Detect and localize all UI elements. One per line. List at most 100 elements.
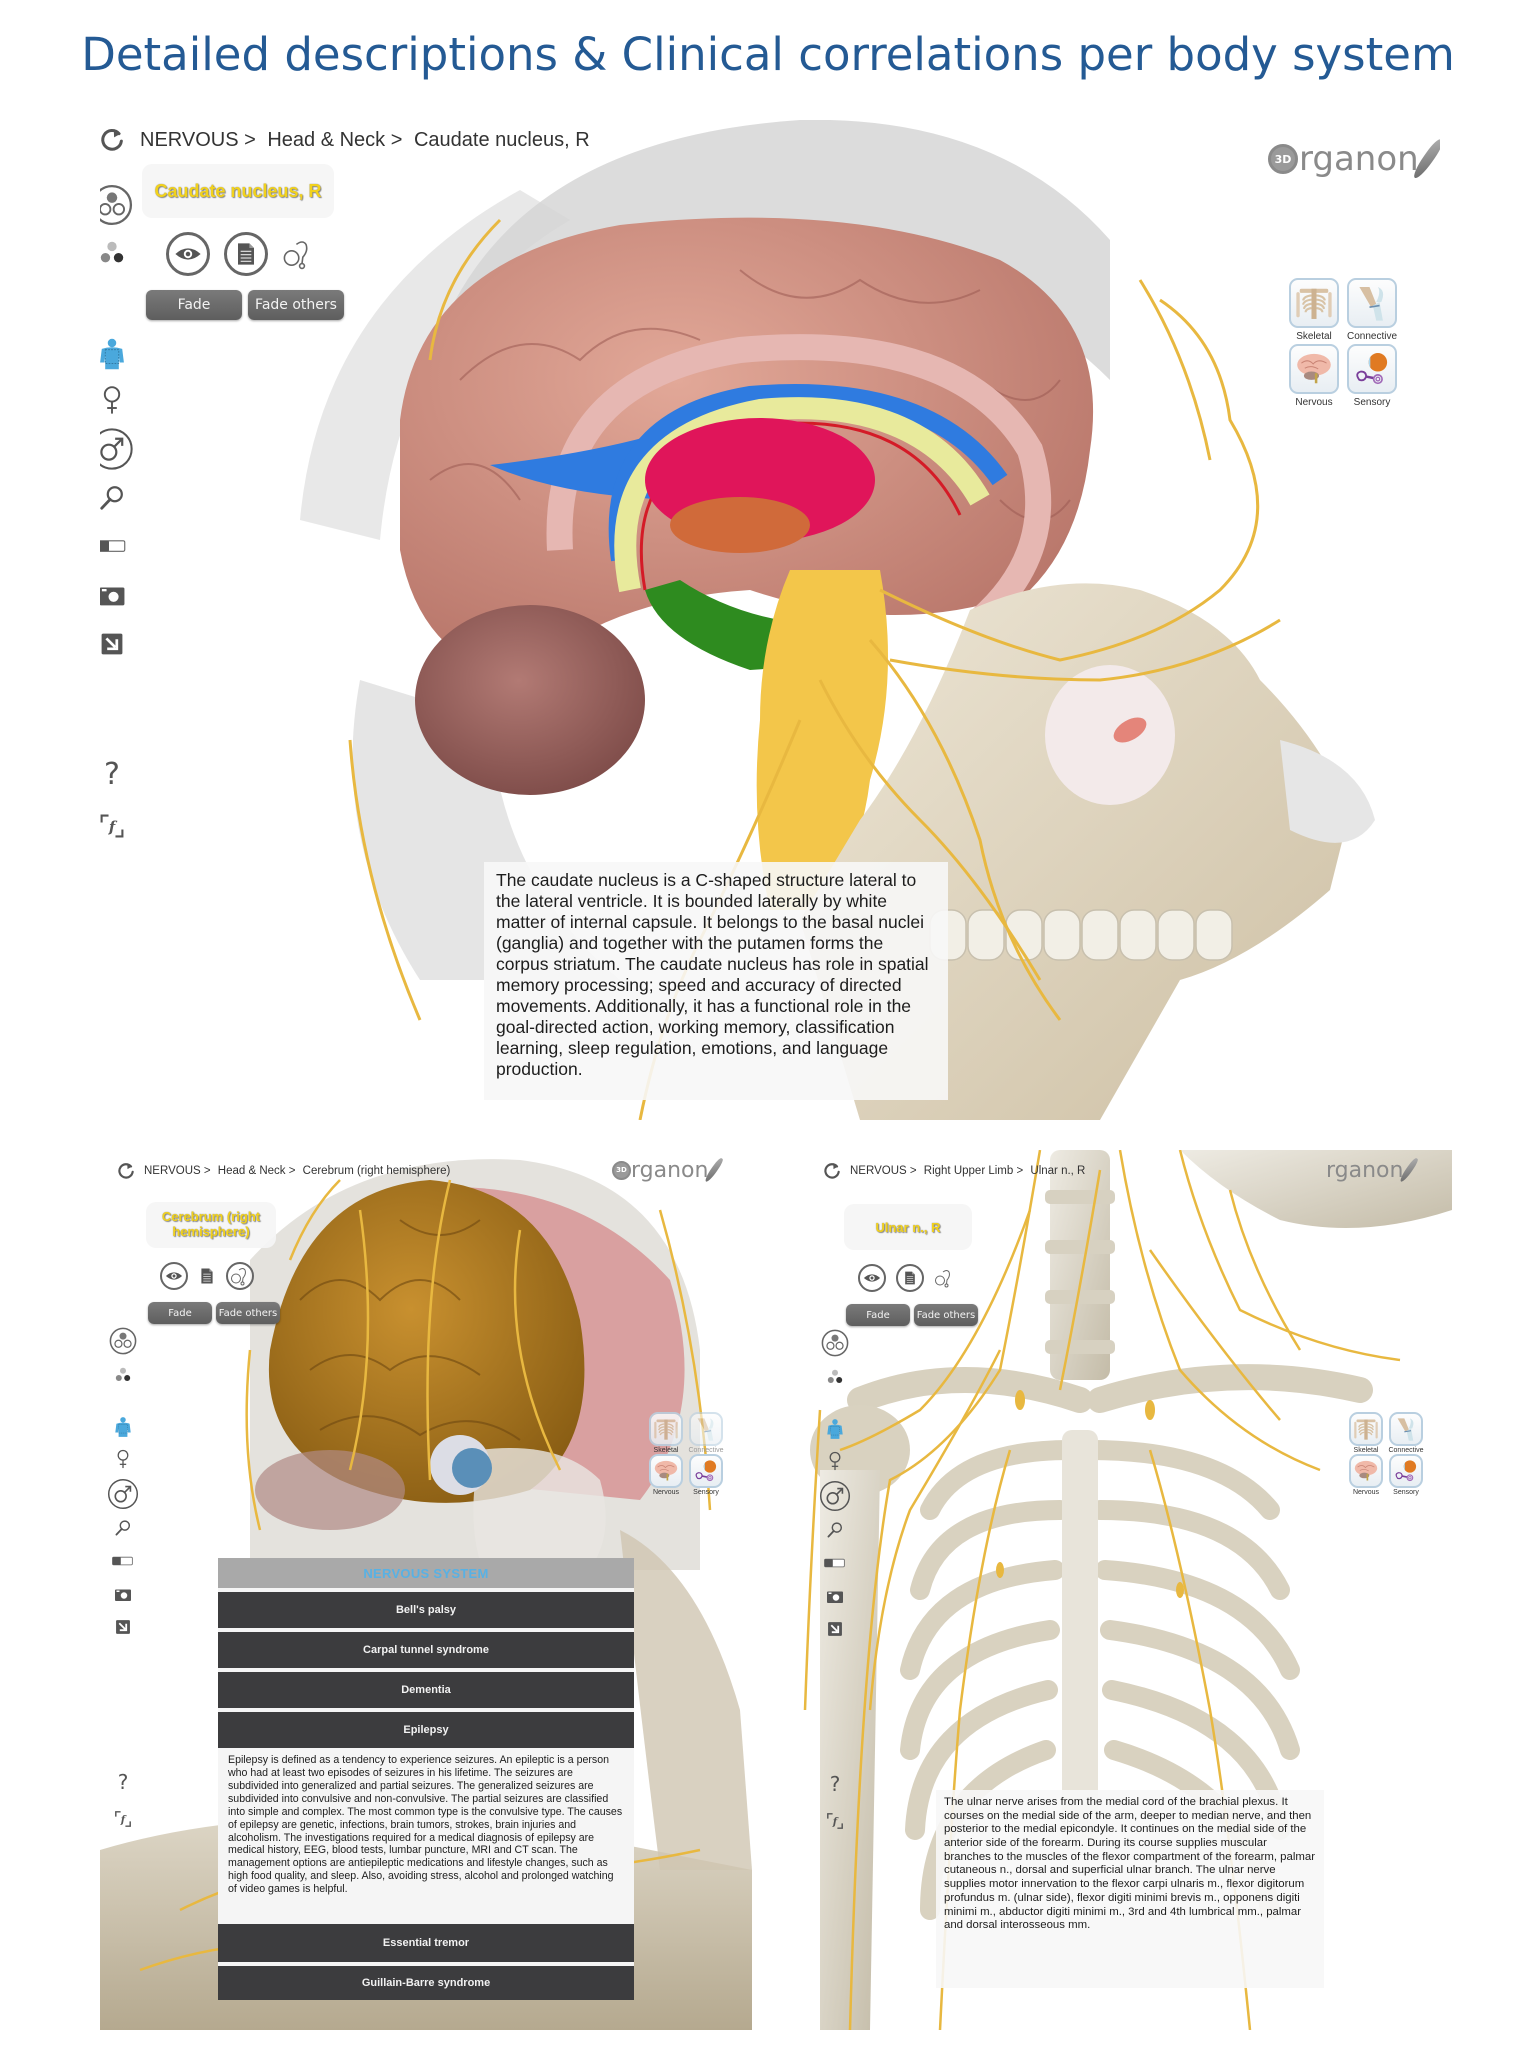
- clinical-correlations-button[interactable]: [934, 1268, 954, 1288]
- selected-structure-label: Ulnar n., R: [844, 1204, 972, 1250]
- layers-button[interactable]: [100, 182, 133, 228]
- tile-skeletal[interactable]: Skeletal: [1288, 278, 1340, 342]
- tile-skeletal[interactable]: Skeletal: [648, 1412, 684, 1454]
- breadcrumb: NERVOUS > Right Upper Limb > Ulnar n., R: [850, 1165, 1085, 1177]
- help-button[interactable]: ?: [104, 756, 120, 792]
- female-model-button[interactable]: [827, 1446, 843, 1476]
- fade-others-button[interactable]: Fade others: [248, 290, 344, 320]
- fade-button[interactable]: Fade: [146, 290, 242, 320]
- clinical-correlations-button[interactable]: [282, 238, 314, 270]
- export-button[interactable]: [100, 624, 124, 664]
- description-button[interactable]: [200, 1267, 214, 1285]
- help-button[interactable]: ?: [117, 1770, 129, 1794]
- organon-logo: 3D rganon: [1268, 136, 1440, 182]
- fullscreen-icon: [114, 1810, 132, 1828]
- eye-icon: [165, 1270, 183, 1282]
- tile-connective[interactable]: Connective: [1388, 1412, 1424, 1454]
- toggle-icon: [824, 1557, 846, 1569]
- breadcrumb-region[interactable]: Right Upper Limb >: [923, 1165, 1024, 1177]
- search-button[interactable]: [826, 1516, 844, 1544]
- export-button[interactable]: [827, 1614, 843, 1644]
- search-button[interactable]: [114, 1514, 132, 1542]
- fade-others-button[interactable]: Fade others: [216, 1302, 280, 1324]
- fade-others-button[interactable]: Fade others: [914, 1304, 978, 1326]
- breadcrumb: NERVOUS > Head & Neck > Caudate nucleus,…: [140, 129, 590, 152]
- tile-label: Skeletal: [1296, 331, 1332, 342]
- tile-sensory[interactable]: Sensory: [1388, 1454, 1424, 1496]
- help-button[interactable]: ?: [829, 1772, 841, 1796]
- breadcrumb-system[interactable]: NERVOUS >: [140, 128, 256, 151]
- male-icon: [100, 427, 134, 471]
- tile-label: Skeletal: [1353, 1447, 1379, 1454]
- camera-icon: [826, 1589, 844, 1605]
- screenshot-button[interactable]: [114, 1580, 132, 1610]
- list-item-bells-palsy[interactable]: Bell's palsy: [218, 1588, 634, 1628]
- male-model-button[interactable]: [100, 424, 134, 474]
- tile-nervous[interactable]: Nervous: [1348, 1454, 1384, 1496]
- tile-connective[interactable]: Connective: [1346, 278, 1398, 342]
- breadcrumb-region[interactable]: Head & Neck >: [217, 1165, 296, 1177]
- opacity-button[interactable]: [114, 1362, 132, 1388]
- tile-nervous[interactable]: Nervous: [1288, 344, 1340, 408]
- list-item-carpal-tunnel[interactable]: Carpal tunnel syndrome: [218, 1628, 634, 1668]
- eye-icon: [863, 1272, 881, 1284]
- female-model-button[interactable]: [115, 1444, 131, 1474]
- body-systems-button[interactable]: [824, 1414, 846, 1444]
- screenshot-button[interactable]: [100, 574, 126, 618]
- list-item-dementia[interactable]: Dementia: [218, 1668, 634, 1708]
- breadcrumb-system[interactable]: NERVOUS >: [144, 1165, 211, 1177]
- fullscreen-button[interactable]: [826, 1806, 844, 1836]
- show-hide-button[interactable]: [858, 1264, 886, 1292]
- nasal-cartilage: [1280, 740, 1375, 843]
- opacity-button[interactable]: [826, 1364, 844, 1390]
- fade-button[interactable]: Fade: [846, 1304, 910, 1326]
- show-hide-button[interactable]: [160, 1262, 188, 1290]
- structure-description: The ulnar nerve arises from the medial c…: [936, 1790, 1324, 1988]
- toggle-icon: [100, 538, 127, 554]
- list-item-epilepsy[interactable]: Epilepsy: [218, 1708, 634, 1748]
- breadcrumb-system[interactable]: NERVOUS >: [850, 1165, 917, 1177]
- description-button[interactable]: [896, 1264, 924, 1292]
- body-system-tiles: Skeletal Connective Nervous Sensory: [648, 1412, 724, 1496]
- fullscreen-button[interactable]: [100, 806, 125, 846]
- female-model-button[interactable]: [100, 380, 124, 420]
- cerebrum-panel: NERVOUS > Head & Neck > Cerebrum (right …: [100, 1150, 752, 2030]
- tile-connective[interactable]: Connective: [688, 1412, 724, 1454]
- layers-button[interactable]: [109, 1326, 137, 1356]
- male-model-button[interactable]: [107, 1476, 139, 1512]
- male-model-button[interactable]: [819, 1478, 851, 1514]
- list-item-guillain-barre[interactable]: Guillain-Barre syndrome: [218, 1962, 634, 2000]
- cervical-spine: [1050, 1150, 1110, 1380]
- logo-3d-badge: 3D: [612, 1160, 631, 1180]
- show-hide-button[interactable]: [166, 232, 210, 276]
- tile-sensory[interactable]: Sensory: [688, 1454, 724, 1496]
- refresh-icon[interactable]: [100, 126, 126, 154]
- list-item-essential-tremor[interactable]: Essential tremor: [218, 1924, 634, 1962]
- tile-nervous[interactable]: Nervous: [648, 1454, 684, 1496]
- clinical-correlations-list: NERVOUS SYSTEM Bell's palsy Carpal tunne…: [218, 1558, 634, 2000]
- description-button[interactable]: [224, 232, 268, 276]
- layers-button[interactable]: [821, 1328, 849, 1358]
- tile-skeletal[interactable]: Skeletal: [1348, 1412, 1384, 1454]
- view-toggle-button[interactable]: [824, 1548, 846, 1578]
- body-systems-button[interactable]: [100, 334, 129, 374]
- body-systems-button[interactable]: [112, 1412, 134, 1442]
- document-icon: [236, 241, 256, 267]
- breadcrumb-region[interactable]: Head & Neck >: [267, 128, 403, 151]
- fade-button[interactable]: Fade: [148, 1302, 212, 1324]
- tile-label: Connective: [688, 1447, 724, 1454]
- view-toggle-button[interactable]: [100, 524, 127, 568]
- refresh-icon[interactable]: [116, 1161, 136, 1181]
- search-icon: [114, 1519, 132, 1537]
- view-toggle-button[interactable]: [112, 1546, 134, 1576]
- fullscreen-button[interactable]: [114, 1804, 132, 1834]
- search-button[interactable]: [100, 478, 126, 518]
- screenshot-button[interactable]: [826, 1582, 844, 1612]
- anatomy-3d-viewport[interactable]: [800, 1150, 1452, 2030]
- clinical-correlations-button[interactable]: [226, 1262, 254, 1290]
- export-button[interactable]: [115, 1612, 131, 1642]
- refresh-icon[interactable]: [822, 1161, 842, 1181]
- document-icon: [200, 1267, 214, 1285]
- tile-sensory[interactable]: Sensory: [1346, 344, 1398, 408]
- opacity-button[interactable]: [100, 234, 126, 272]
